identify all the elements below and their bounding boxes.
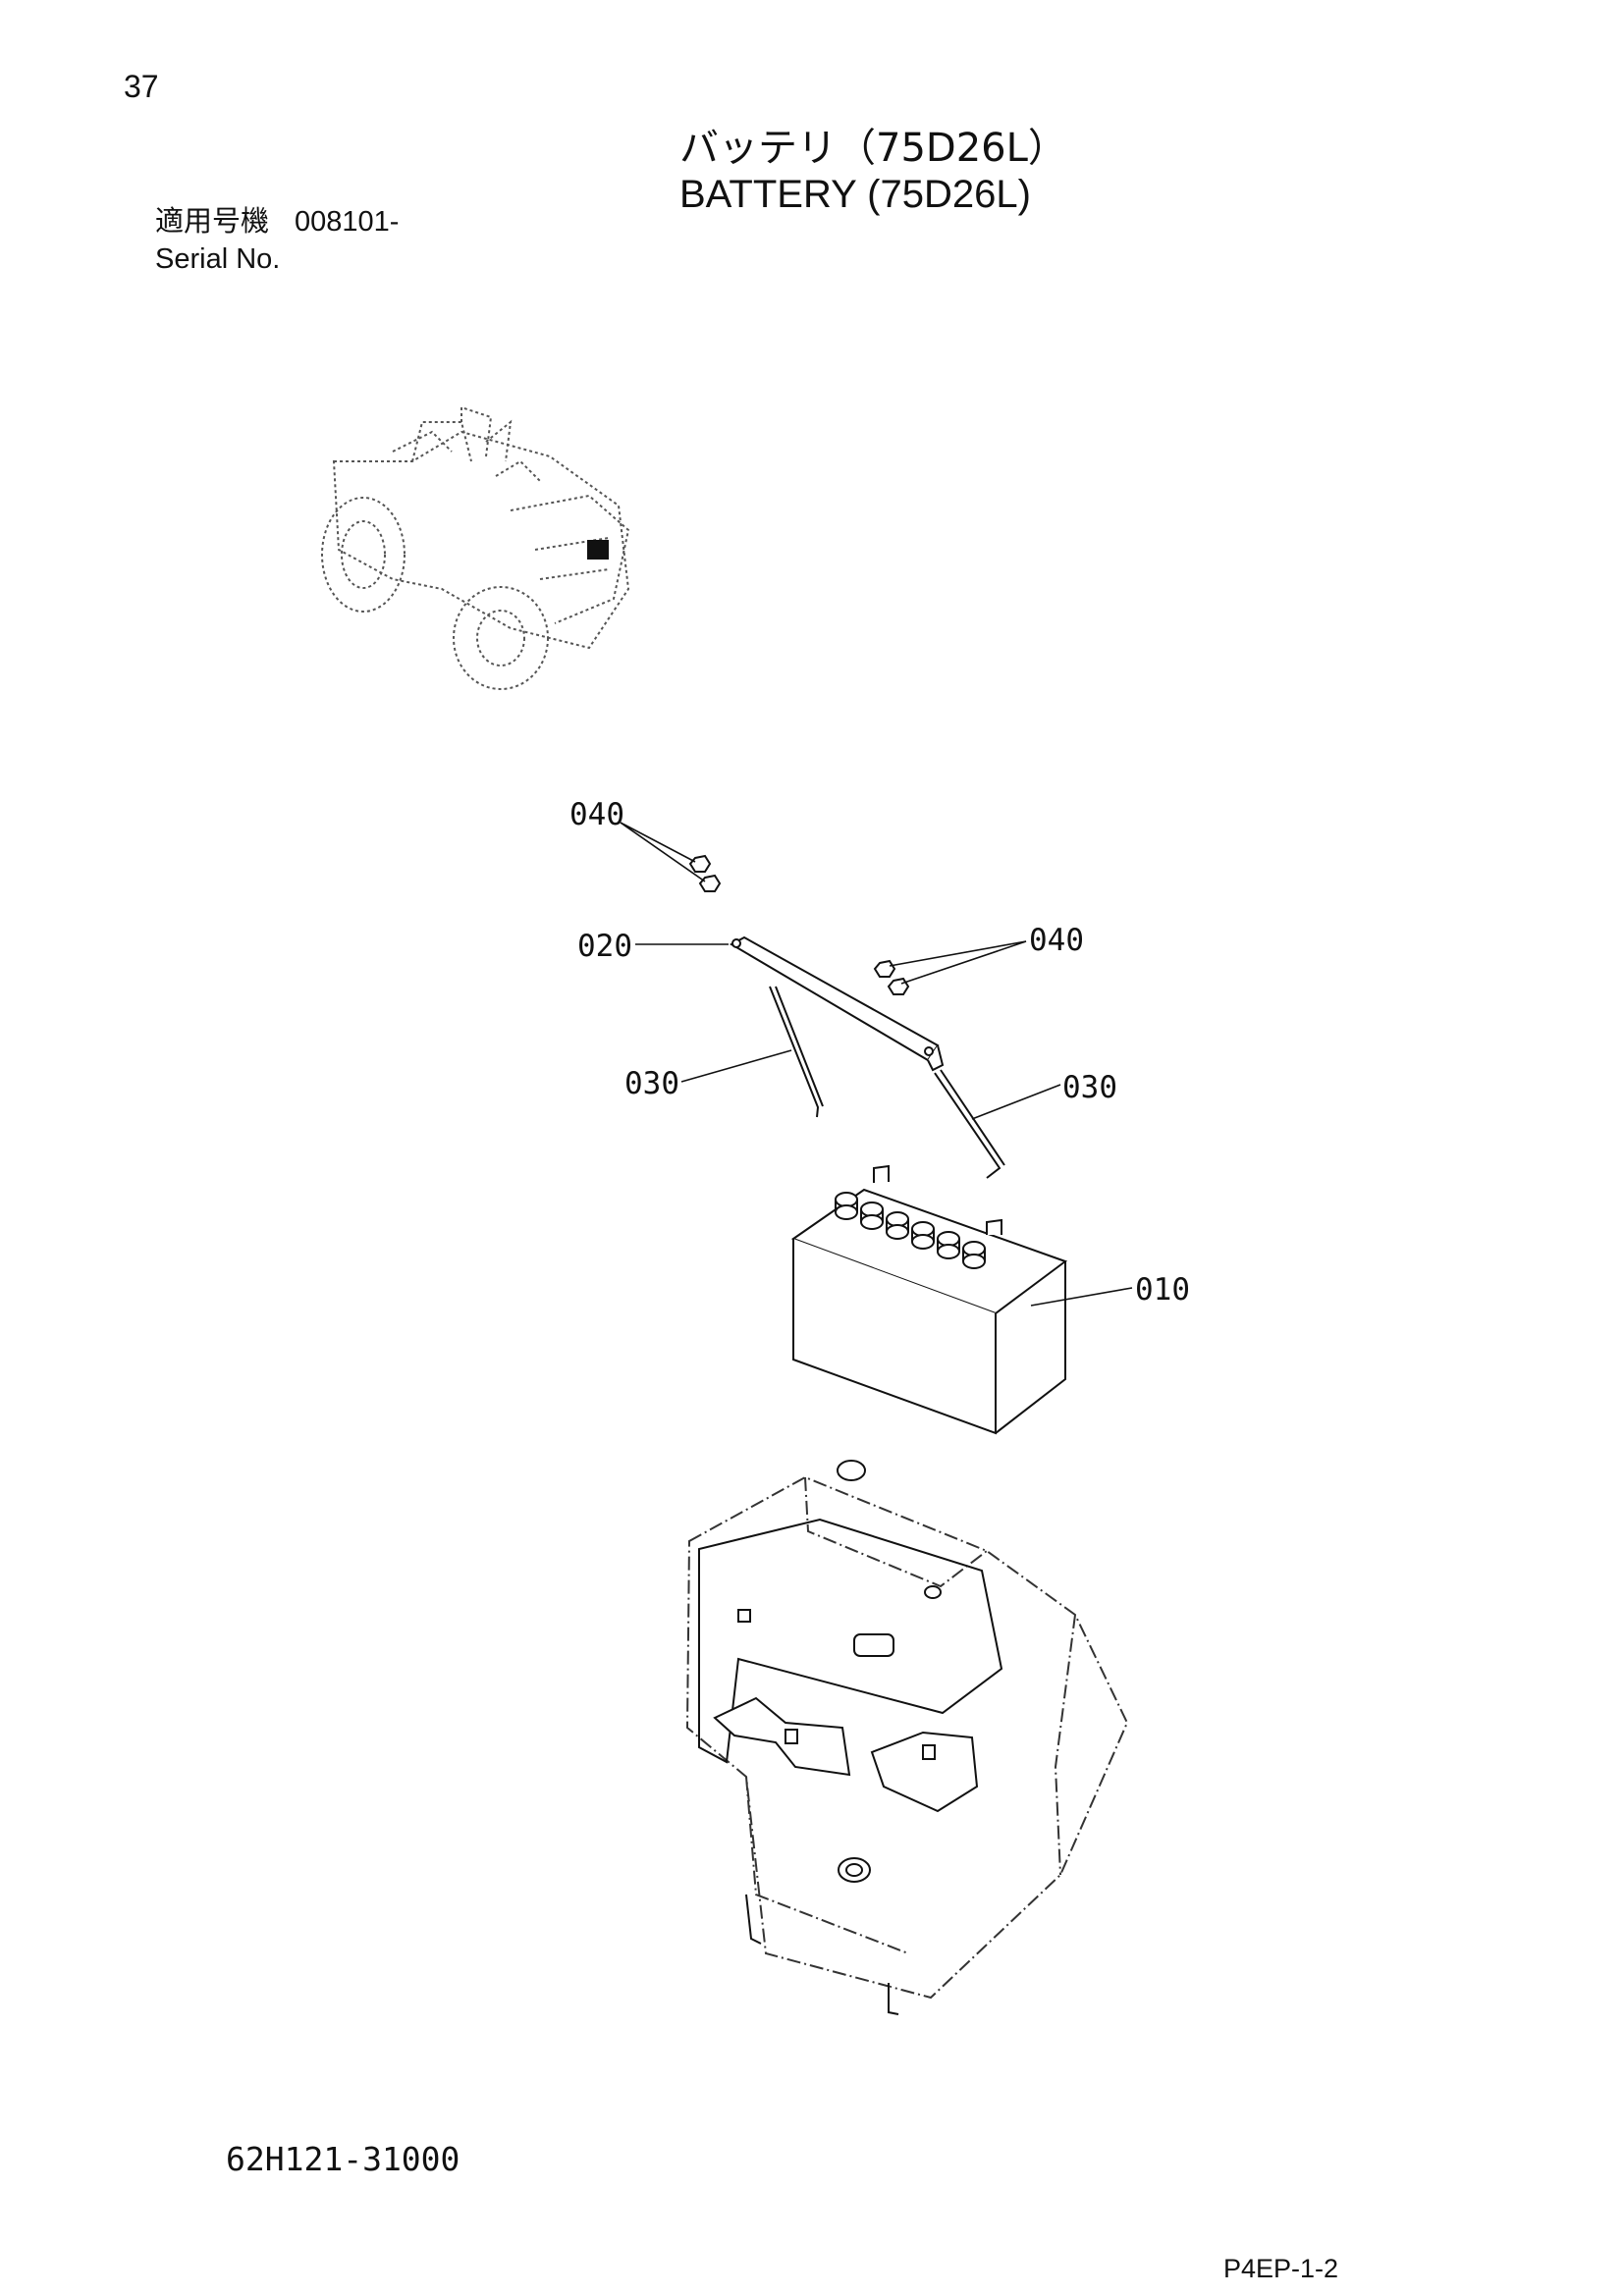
- title-japanese: バッテリ（75D26L）: [679, 126, 1067, 171]
- callout-010: 010: [1135, 1272, 1190, 1308]
- serial-label-en: Serial No.: [155, 243, 281, 275]
- rod-030-left: [769, 986, 824, 1118]
- nut-040-upper: [688, 854, 722, 892]
- callout-040-upper: 040: [569, 797, 624, 832]
- serial-value: 008101-: [295, 206, 400, 238]
- serial-block: 適用号機 008101- Serial No.: [155, 202, 399, 278]
- callout-040-right: 040: [1029, 923, 1084, 958]
- callout-030-right: 030: [1062, 1070, 1117, 1105]
- serial-label-jp: 適用号機: [155, 204, 270, 238]
- battery-tray-bracket: [698, 1460, 1003, 2015]
- battery-010: [790, 1164, 1068, 1435]
- part-code: 62H121-31000: [226, 2140, 460, 2178]
- callout-020: 020: [577, 929, 632, 964]
- serial-row: 適用号機 008101-: [155, 202, 399, 240]
- callout-030-left: 030: [624, 1066, 679, 1101]
- hold-down-bar-020: [729, 935, 945, 1072]
- rod-030-right: [934, 1069, 1005, 1179]
- page-number: 37: [124, 69, 159, 104]
- title-english: BATTERY (75D26L): [679, 173, 1031, 216]
- leader-lines: [620, 822, 1133, 1307]
- battery-location-marker: [587, 540, 609, 560]
- sheet-code: P4EP-1-2: [1223, 2254, 1339, 2283]
- tractor-location-thumbnail: [321, 405, 630, 690]
